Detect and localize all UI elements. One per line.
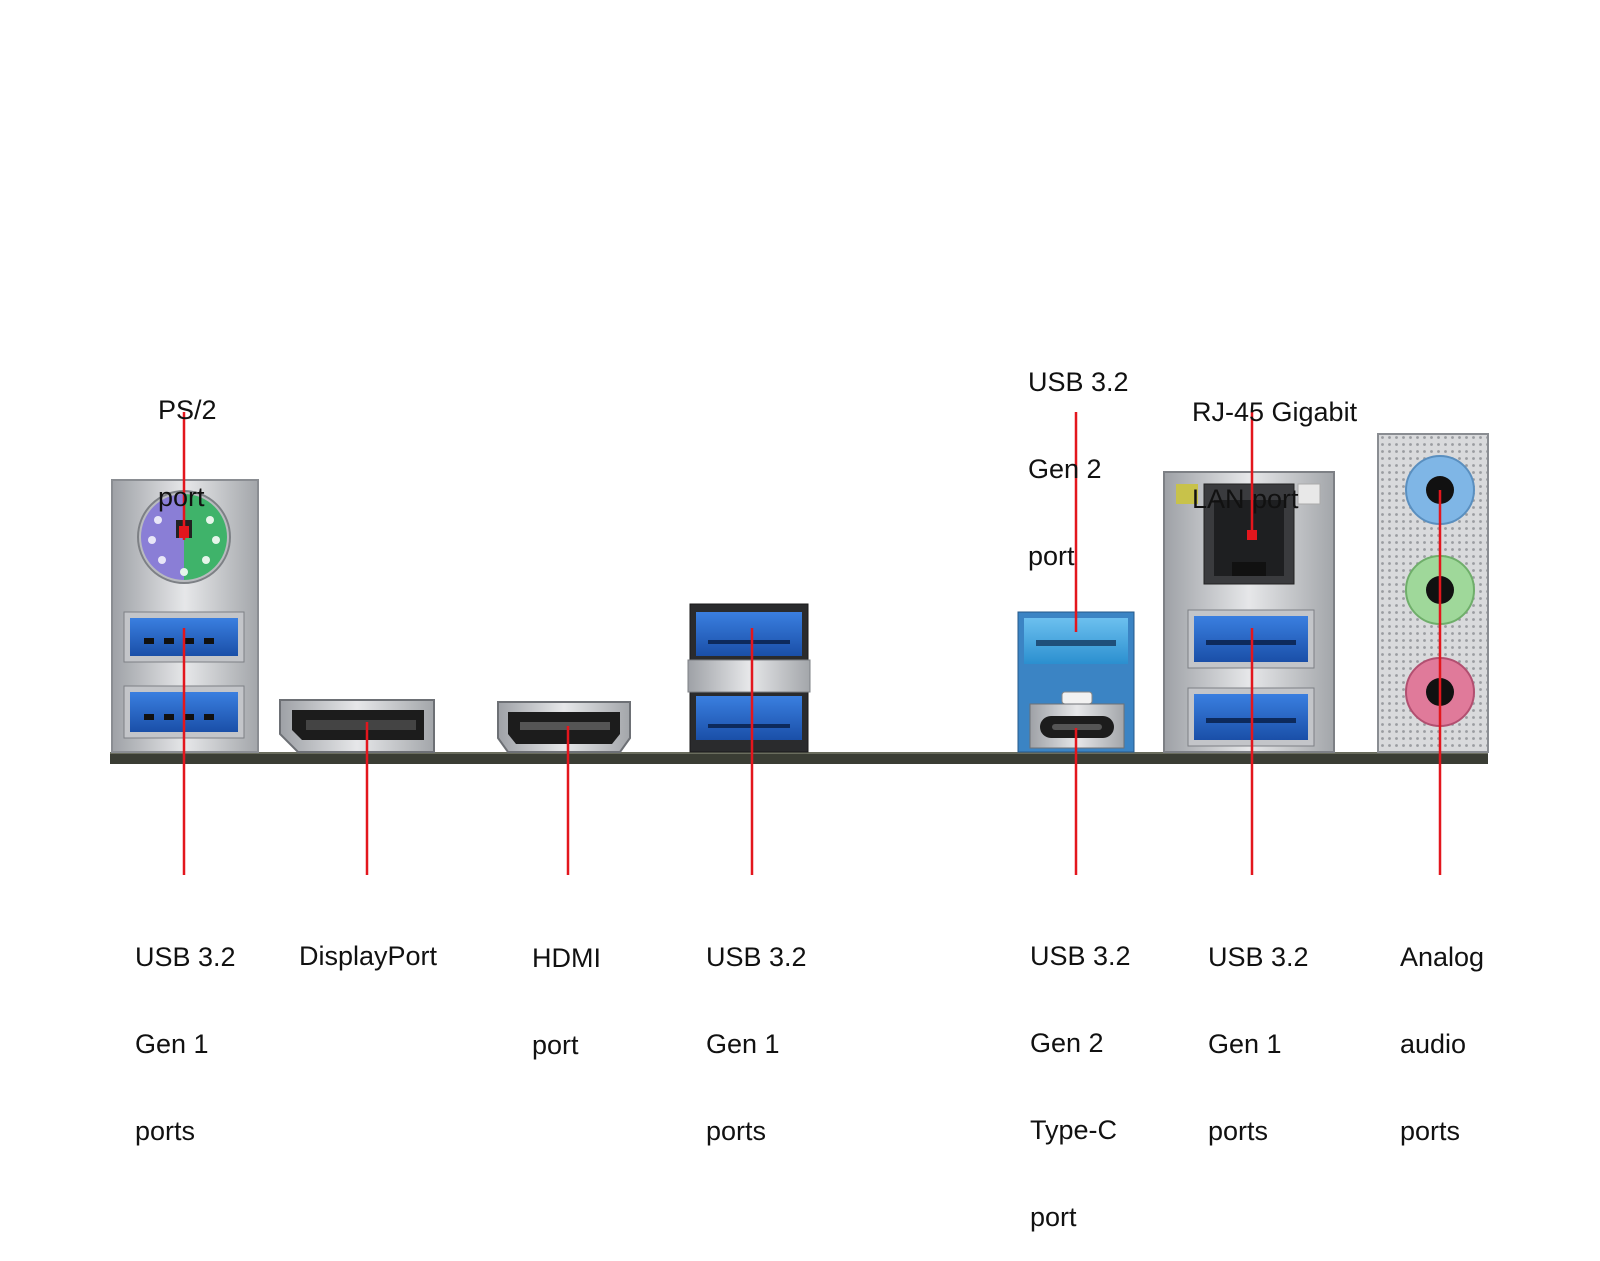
label-line: USB 3.2 [1208,942,1309,972]
label-hdmi-port: HDMI port [532,886,601,1089]
label-line: HDMI [532,943,601,973]
label-line: ports [1400,1116,1461,1146]
label-line: USB 3.2 [1030,941,1131,971]
label-line: ports [135,1116,196,1146]
label-line: Analog [1400,942,1485,972]
label-usb-gen1-left: USB 3.2 Gen 1 ports [135,885,236,1175]
label-usb-gen1-mid: USB 3.2 Gen 1 ports [706,885,807,1175]
displayport-graphic [279,699,435,753]
label-usb-gen1-right: USB 3.2 Gen 1 ports [1208,885,1309,1175]
usb-a-mid-stack [687,603,811,753]
label-line: RJ-45 Gigabit [1192,397,1358,427]
label-line: audio [1400,1029,1467,1059]
label-displayport: DisplayPort [299,884,437,1000]
label-line: Gen 1 [135,1029,209,1059]
label-line: PS/2 [158,395,217,425]
label-line: USB 3.2 [135,942,236,972]
label-line: ports [706,1116,767,1146]
audio-stack [1377,433,1489,753]
label-line: USB 3.2 [1028,367,1129,397]
label-usb-typec-port: USB 3.2 Gen 2 Type-C port [1030,884,1131,1261]
label-line: Gen 2 [1030,1028,1104,1058]
label-line: port [532,1030,579,1060]
label-rj45-lan-port: RJ-45 Gigabit LAN port [1192,340,1357,543]
leader-lines [182,412,1442,875]
pcb-edge [110,752,1488,764]
label-line: DisplayPort [299,941,438,971]
label-line: port [1028,541,1075,571]
label-line: Gen 1 [706,1029,780,1059]
label-line: Gen 1 [1208,1029,1282,1059]
label-line: Type-C [1030,1115,1118,1145]
leader-endpoints [179,526,1257,540]
io-panel-illustration [110,412,1489,875]
label-line: USB 3.2 [706,942,807,972]
label-line: ports [1208,1116,1269,1146]
label-line: port [158,482,205,512]
hdmi-graphic [497,701,631,753]
label-line: LAN port [1192,484,1299,514]
label-ps2-port: PS/2 port [158,338,217,541]
label-analog-audio-ports: Analog audio ports [1400,885,1484,1175]
label-line: Gen 2 [1028,454,1102,484]
label-line: port [1030,1202,1077,1232]
label-usb-gen2-port: USB 3.2 Gen 2 port [1028,310,1129,600]
io-panel-diagram: PS/2 port USB 3.2 Gen 2 port RJ-45 Gigab… [110,310,1489,1232]
